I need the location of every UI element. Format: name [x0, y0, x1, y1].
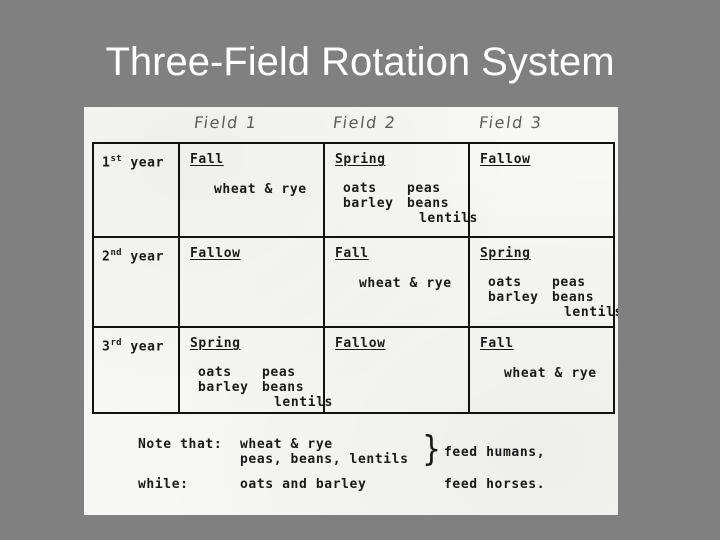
note-food-item: peas, beans, lentils	[240, 452, 409, 467]
year-label: 3rd year	[94, 334, 178, 354]
field-2-cell: Spring oats peas barley beans lentils	[325, 144, 477, 236]
page-title: Three-Field Rotation System	[105, 40, 615, 84]
crop-item: oats	[488, 275, 522, 290]
crop-item: oats	[343, 181, 377, 196]
table-row: 2nd year Fallow Fall wheat & rye Spring …	[94, 238, 618, 328]
rotation-table: 1st year Fall wheat & rye Spring oats pe…	[92, 142, 618, 414]
year-ordinal: nd	[110, 248, 122, 258]
crop-item: peas	[552, 275, 586, 290]
season-label: Fall	[335, 246, 369, 261]
crop-list: wheat & rye	[359, 276, 452, 291]
field-1-cell: Fall wheat & rye	[180, 144, 325, 236]
field-2-header: Field 2	[331, 113, 398, 132]
field-3-cell: Spring oats peas barley beans lentils	[470, 238, 618, 326]
year-label-cell: 1st year	[94, 144, 180, 236]
year-suffix: year	[130, 155, 165, 171]
season-label: Fall	[480, 336, 514, 351]
field-3-cell: Fallow	[470, 144, 617, 236]
crop-list: oats peas barley beans lentils	[180, 352, 332, 410]
crop-item: beans	[407, 196, 450, 211]
field-headers-row: Field 1 Field 2 Field 3	[84, 113, 618, 141]
season-label: Spring	[335, 152, 386, 167]
season-label: Spring	[190, 336, 241, 351]
field-3-cell: Fall wheat & rye	[470, 328, 617, 412]
field-1-cell: Fallow	[180, 238, 325, 326]
season-label: Fallow	[335, 336, 386, 351]
crop-item: lentils	[419, 211, 478, 226]
year-label: 2nd year	[94, 244, 178, 264]
field-1-cell: Spring oats peas barley beans lentils	[180, 328, 332, 412]
curly-brace-icon: }	[422, 429, 442, 470]
crop-item: barley	[488, 290, 539, 305]
crop-list: wheat & rye	[504, 366, 597, 381]
year-number: 3	[102, 339, 111, 355]
season-label: Spring	[480, 246, 531, 261]
field-2-cell: Fall wheat & rye	[325, 238, 470, 326]
year-label: 1st year	[94, 150, 178, 170]
year-ordinal: rd	[110, 338, 122, 348]
crop-item: lentils	[564, 305, 618, 320]
field-1-header: Field 1	[192, 113, 259, 132]
crop-item: beans	[262, 380, 305, 395]
crop-item: lentils	[274, 395, 333, 410]
crop-item: beans	[552, 290, 595, 305]
crop-list: oats peas barley beans lentils	[325, 168, 477, 226]
season-label: Fallow	[480, 152, 531, 167]
note-result-1: feed humans,	[444, 445, 546, 460]
crop-list: wheat & rye	[214, 182, 307, 197]
note-label-1: Note that:	[138, 437, 223, 452]
season-label: Fallow	[190, 246, 241, 261]
scanned-diagram-image: Field 1 Field 2 Field 3 1st year Fall wh…	[84, 107, 618, 515]
note-horse-foods: oats and barley	[240, 477, 367, 492]
year-ordinal: st	[110, 154, 122, 164]
field-2-cell: Fallow	[325, 328, 470, 412]
year-suffix: year	[130, 249, 165, 265]
note-food-item: wheat & rye	[240, 437, 333, 452]
field-3-header: Field 3	[477, 113, 544, 132]
crop-list: oats peas barley beans lentils	[470, 262, 618, 320]
table-row: 3rd year Spring oats peas barley beans l…	[94, 328, 613, 412]
crop-item: peas	[262, 365, 296, 380]
table-row: 1st year Fall wheat & rye Spring oats pe…	[94, 144, 613, 238]
crop-item: peas	[407, 181, 441, 196]
year-number: 1	[102, 155, 111, 171]
crop-item: barley	[198, 380, 249, 395]
year-label-cell: 2nd year	[94, 238, 180, 326]
year-suffix: year	[130, 339, 165, 355]
note-human-foods: wheat & rye peas, beans, lentils	[240, 437, 409, 467]
year-label-cell: 3rd year	[94, 328, 180, 412]
crop-item: barley	[343, 196, 394, 211]
note-result-2: feed horses.	[444, 477, 546, 492]
year-number: 2	[102, 249, 111, 265]
crop-item: oats	[198, 365, 232, 380]
note-section: Note that: wheat & rye peas, beans, lent…	[92, 429, 615, 509]
note-label-2: while:	[138, 477, 189, 492]
season-label: Fall	[190, 152, 224, 167]
